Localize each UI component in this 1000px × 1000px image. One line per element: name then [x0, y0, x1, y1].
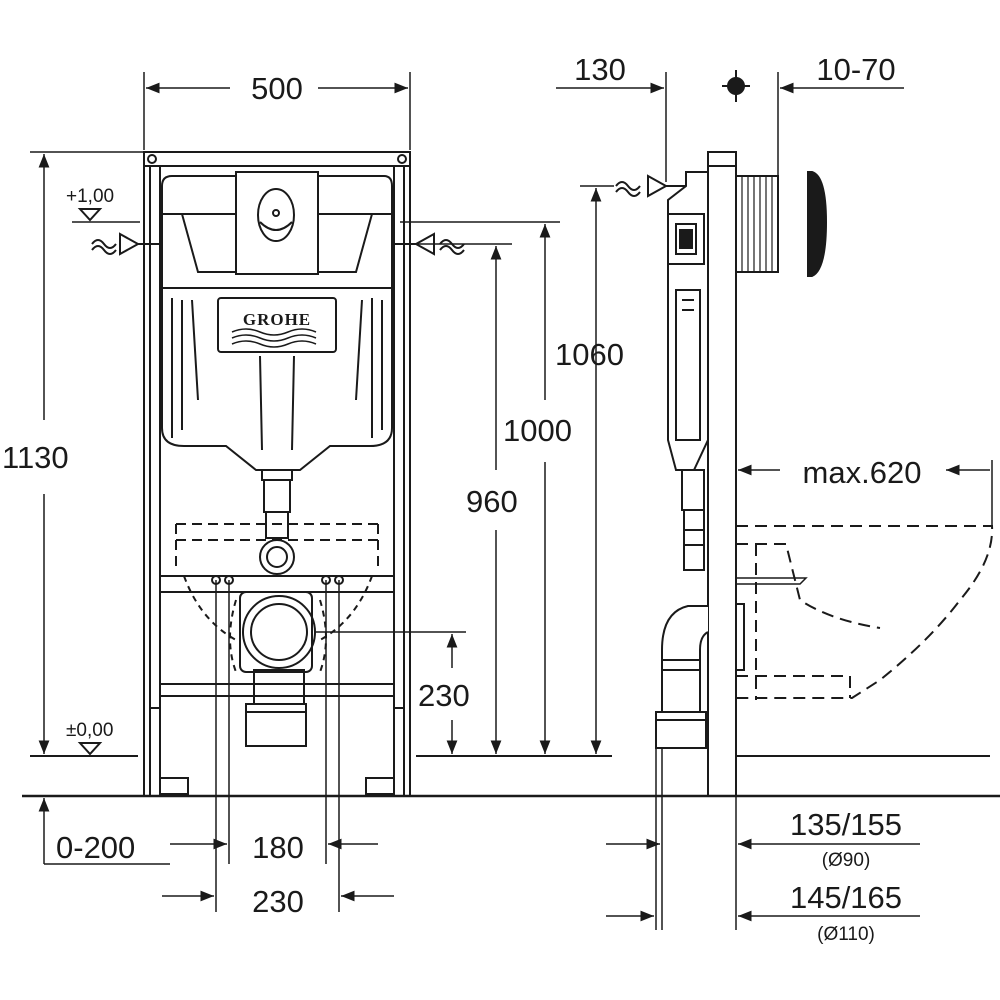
dim-pipe-depth-110: 145/165	[790, 880, 902, 915]
dim-flush-height: 1000	[503, 413, 572, 448]
dimension-lines	[30, 72, 993, 930]
dim-outer-spacing: 230	[252, 884, 304, 919]
dim-inner-spacing: 180	[252, 830, 304, 865]
dim-frame-height: 1130	[2, 440, 69, 475]
side-inlet-arrow	[615, 174, 686, 198]
side-view-frame	[655, 151, 828, 797]
dim-inlet-height: 1060	[555, 337, 624, 372]
dim-adjust-range: 10-70	[816, 52, 895, 87]
dim-frame-mark: 960	[466, 484, 518, 519]
level-plus-label: +1,00	[66, 186, 114, 207]
level-marker-top	[77, 208, 103, 222]
cistern	[161, 171, 393, 575]
dim-pipe-depth-90: 135/155	[790, 807, 902, 842]
dim-depth: 130	[574, 52, 626, 87]
front-view-frame	[143, 151, 411, 797]
dim-outlet-height: 230	[418, 678, 470, 713]
dim-frame-width: 500	[251, 71, 303, 106]
brand-logo: GROHE	[243, 310, 311, 329]
dim-bowl-projection: max.620	[803, 455, 922, 490]
centre-mark	[722, 70, 750, 102]
dim-pipe-90: (Ø90)	[822, 850, 871, 871]
level-zero-label: ±0,00	[66, 720, 113, 741]
front-bowl-dashed	[175, 523, 379, 572]
dim-pipe-110: (Ø110)	[817, 924, 875, 945]
dim-floor-offset: 0-200	[56, 830, 135, 865]
level-marker-zero	[77, 742, 103, 756]
side-bowl-dashed	[736, 525, 994, 700]
inlet-arrow-left	[91, 232, 160, 256]
front-outlet	[183, 575, 373, 747]
